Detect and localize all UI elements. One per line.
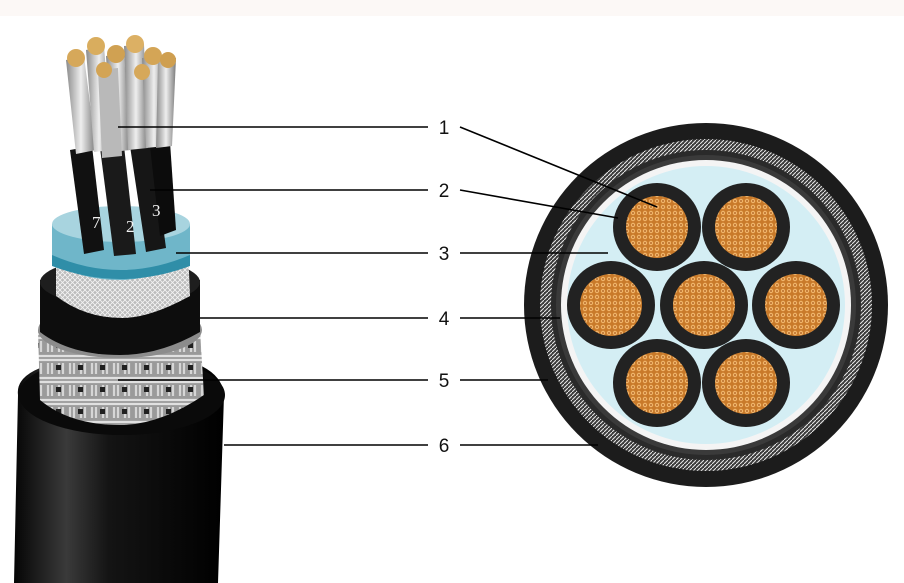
cable-cross-section	[524, 123, 888, 487]
callout-label: 4	[439, 309, 450, 330]
insulated-cores: 7 2 3	[70, 142, 176, 256]
core-number: 3	[152, 201, 161, 220]
callout-label: 1	[439, 118, 450, 139]
callout-label: 3	[439, 244, 450, 265]
core-number: 2	[126, 217, 135, 236]
core-number: 7	[92, 213, 101, 232]
core-conductor	[626, 196, 688, 258]
callout-label: 5	[439, 371, 450, 392]
core-conductor	[580, 274, 642, 336]
callout-label: 2	[439, 181, 450, 202]
cable-cutaway: 7 2 3	[14, 35, 225, 583]
callout-labels: 1 2 3 4 5 6	[439, 118, 450, 457]
core-conductor	[626, 352, 688, 414]
conductor-strands	[66, 35, 176, 158]
callout-label: 6	[439, 436, 450, 457]
core-conductor	[765, 274, 827, 336]
core-conductor	[715, 352, 777, 414]
core-conductor	[673, 274, 735, 336]
core-conductor	[715, 196, 777, 258]
